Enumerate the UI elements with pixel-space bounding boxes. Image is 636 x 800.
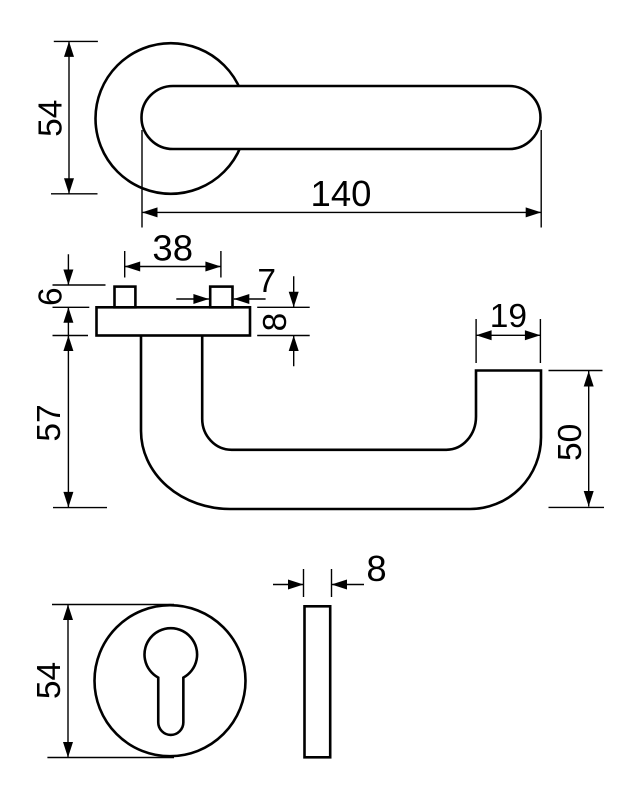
svg-text:54: 54 — [31, 662, 68, 699]
svg-text:54: 54 — [33, 100, 70, 137]
svg-text:57: 57 — [31, 404, 68, 441]
svg-text:140: 140 — [311, 173, 372, 214]
svg-text:19: 19 — [490, 298, 527, 335]
svg-text:6: 6 — [33, 287, 70, 306]
svg-text:7: 7 — [257, 263, 276, 300]
svg-text:38: 38 — [152, 228, 193, 269]
svg-text:50: 50 — [552, 424, 589, 461]
svg-text:8: 8 — [257, 313, 294, 332]
svg-text:8: 8 — [366, 548, 386, 589]
